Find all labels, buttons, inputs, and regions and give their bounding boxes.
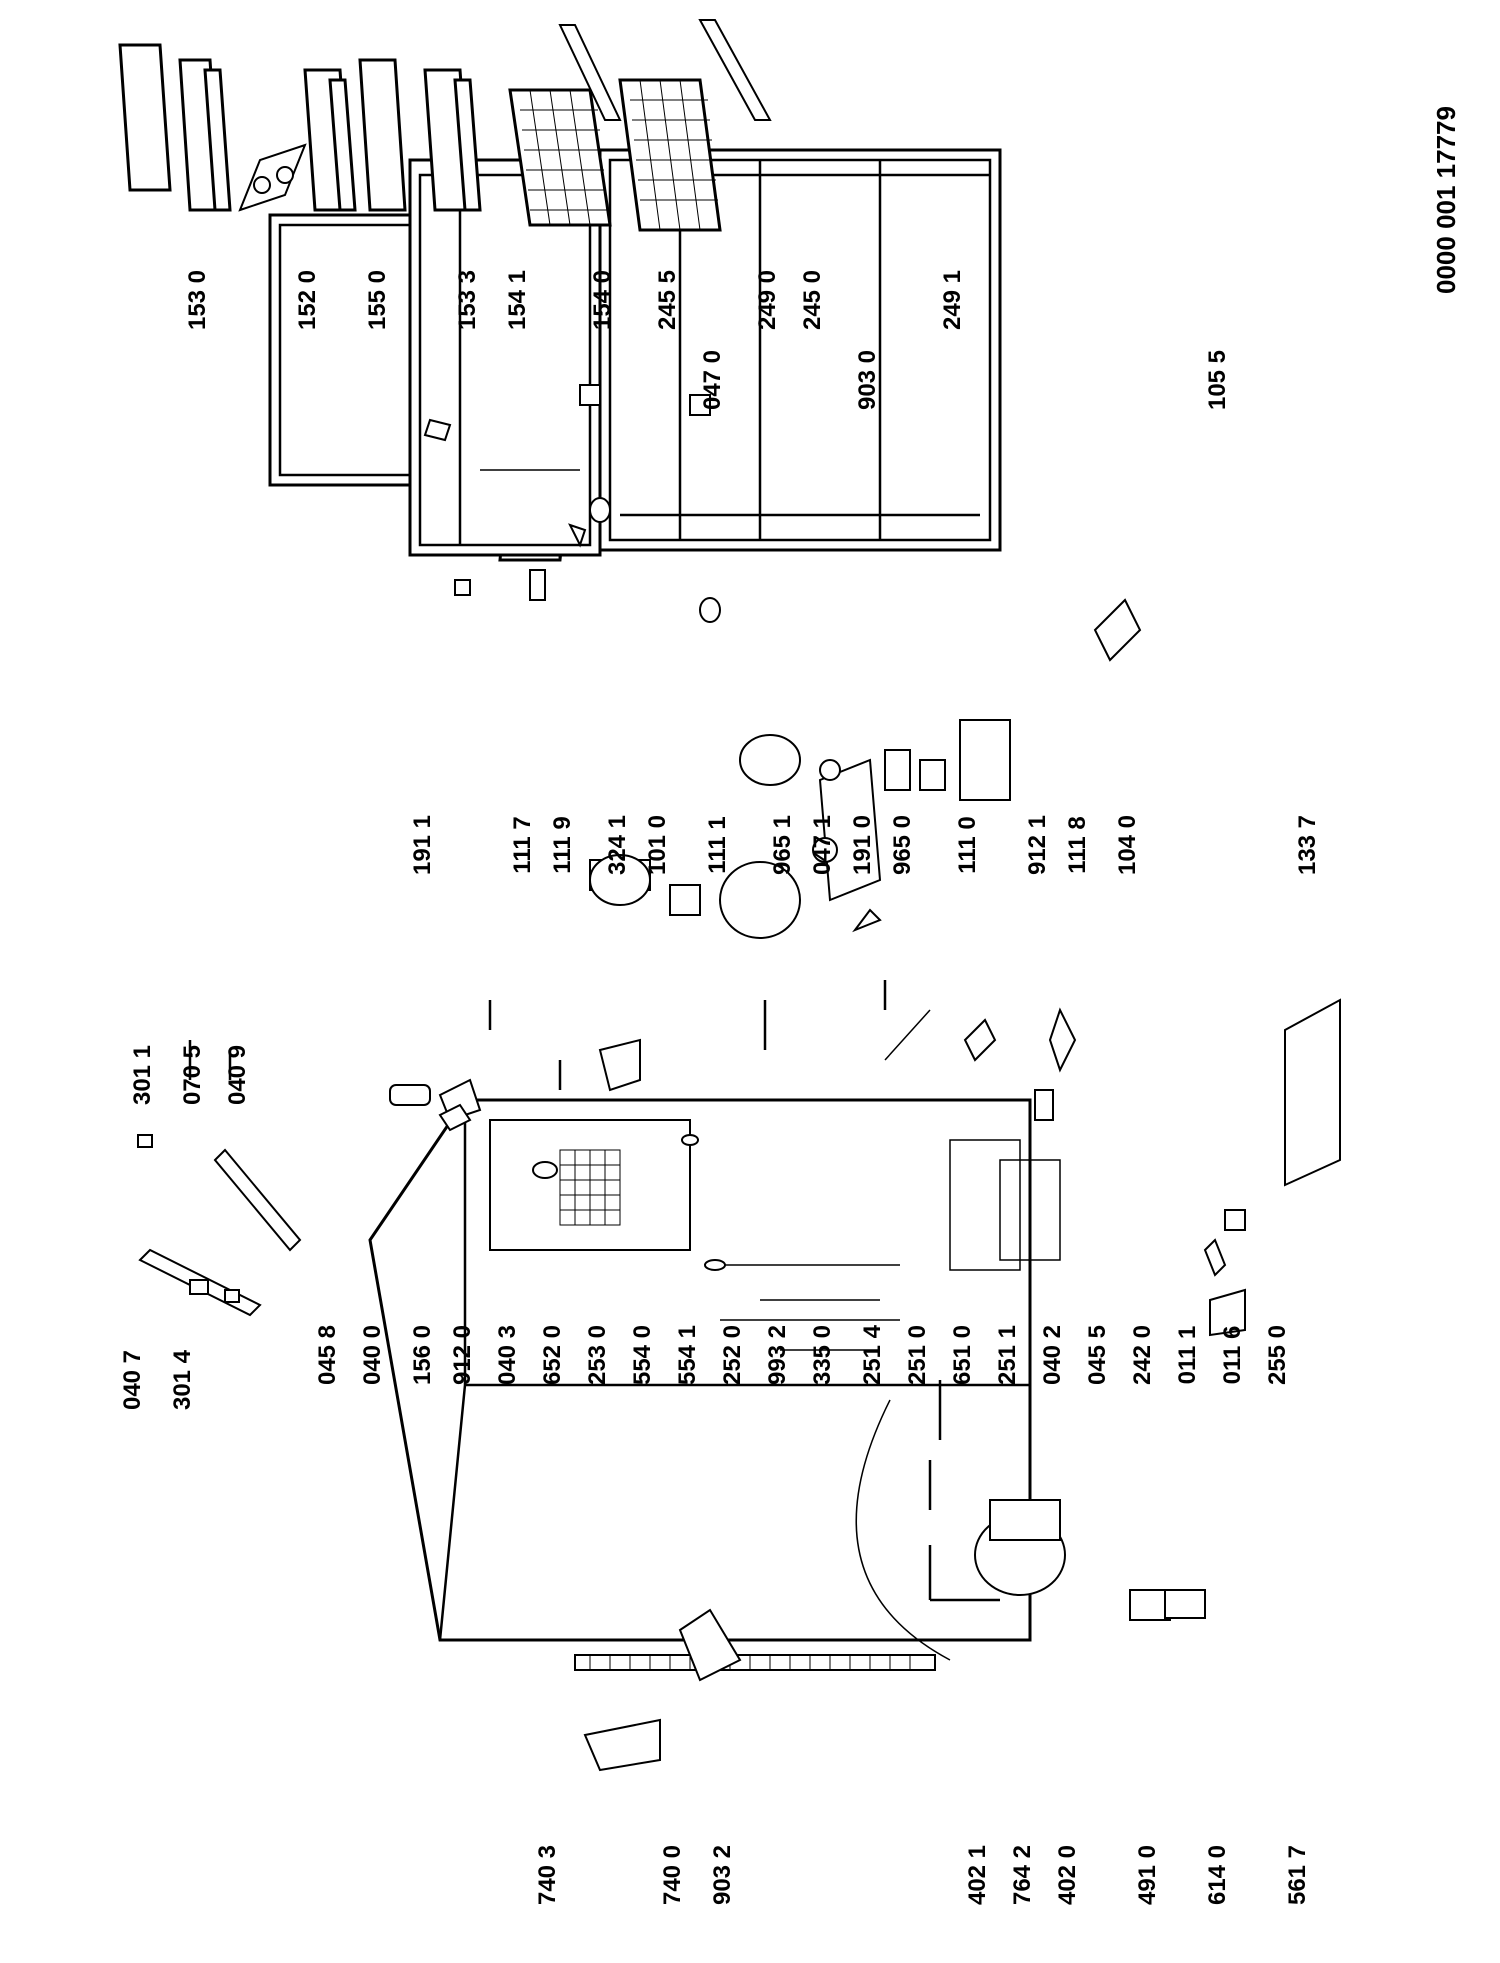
part-label: 047 1 [809,815,836,875]
part-label: 402 1 [964,1845,991,1905]
part-label: 105 5 [1204,350,1231,410]
trim-drawings [137,1134,302,1317]
part-label: 154 1 [504,270,531,330]
document-code: 0000 001 17779 [1431,106,1461,294]
part-label: 554 1 [674,1325,701,1385]
part-label: 912 1 [1024,815,1051,875]
part-label: 301 1 [129,1045,156,1105]
part-label: 253 0 [584,1325,611,1385]
part-label: 255 0 [1264,1325,1291,1385]
part-label: 040 7 [119,1350,146,1410]
label-group: 0000 001 17779 301 1 070 5 040 9 040 7 3… [119,106,1461,1905]
part-label: 245 0 [799,270,826,330]
part-label: 153 0 [184,270,211,330]
part-label: 249 0 [754,270,781,330]
part-label: 191 1 [409,815,436,875]
part-label: 104 0 [1114,815,1141,875]
part-label: 153 3 [454,270,481,330]
part-label: 324 1 [604,815,631,875]
part-label: 764 2 [1009,1845,1036,1905]
part-label: 070 5 [179,1045,206,1105]
part-label: 554 0 [629,1325,656,1385]
control-parts-drawings [589,719,1011,939]
part-label: 614 0 [1204,1845,1231,1905]
part-label: 011 6 [1219,1326,1246,1385]
part-label: 191 0 [849,815,876,875]
door-shelf-drawings [118,43,482,212]
part-label: 740 3 [534,1845,561,1905]
part-label: 740 0 [659,1845,686,1905]
small-parts-drawings [389,998,1341,1772]
part-label: 402 0 [1054,1845,1081,1905]
part-label: 251 4 [859,1324,886,1385]
part-label: 242 0 [1129,1325,1156,1385]
part-label: 965 1 [769,815,796,875]
part-label: 903 0 [854,350,881,410]
cabinet-drawing [368,1098,1066,1661]
part-label: 251 1 [994,1325,1021,1385]
part-label: 156 0 [409,1325,436,1385]
part-label: 652 0 [539,1325,566,1385]
part-label: 903 2 [709,1845,736,1905]
part-label: 111 8 [1064,816,1091,873]
part-label: 111 9 [549,816,576,873]
part-label: 152 0 [294,270,321,330]
part-label: 491 0 [1134,1845,1161,1905]
door-gasket-drawing [574,1654,936,1671]
part-label: 047 0 [699,350,726,410]
part-label: 040 9 [224,1045,251,1105]
hinge-parts-drawings [423,384,1142,1132]
part-label: 111 7 [509,816,536,873]
part-label: 912 0 [449,1325,476,1385]
part-label: 245 5 [654,270,681,330]
leader-lines [188,980,1000,1602]
part-label: 101 0 [644,815,671,875]
part-label: 252 0 [719,1325,746,1385]
part-label: 251 0 [904,1325,931,1385]
part-label: 011 1 [1174,1326,1201,1385]
part-label: 040 0 [359,1325,386,1385]
part-label: 155 0 [364,270,391,330]
wire-shelf-drawings [508,19,772,232]
part-label: 111 1 [704,816,731,873]
part-label: 045 5 [1084,1325,1111,1385]
part-label: 561 7 [1284,1845,1311,1905]
part-label: 249 1 [939,270,966,330]
part-label: 651 0 [949,1325,976,1385]
part-label: 301 4 [169,1349,196,1410]
part-label: 045 8 [314,1325,341,1385]
part-label: 111 0 [954,816,981,873]
part-label: 335 0 [809,1325,836,1385]
part-label: 965 0 [889,815,916,875]
part-label: 040 3 [494,1325,521,1385]
part-label: 040 2 [1039,1325,1066,1385]
part-label: 993 2 [764,1325,791,1385]
part-label: 133 7 [1294,815,1321,875]
door-drawings [268,148,1002,562]
part-label: 154 0 [589,270,616,330]
